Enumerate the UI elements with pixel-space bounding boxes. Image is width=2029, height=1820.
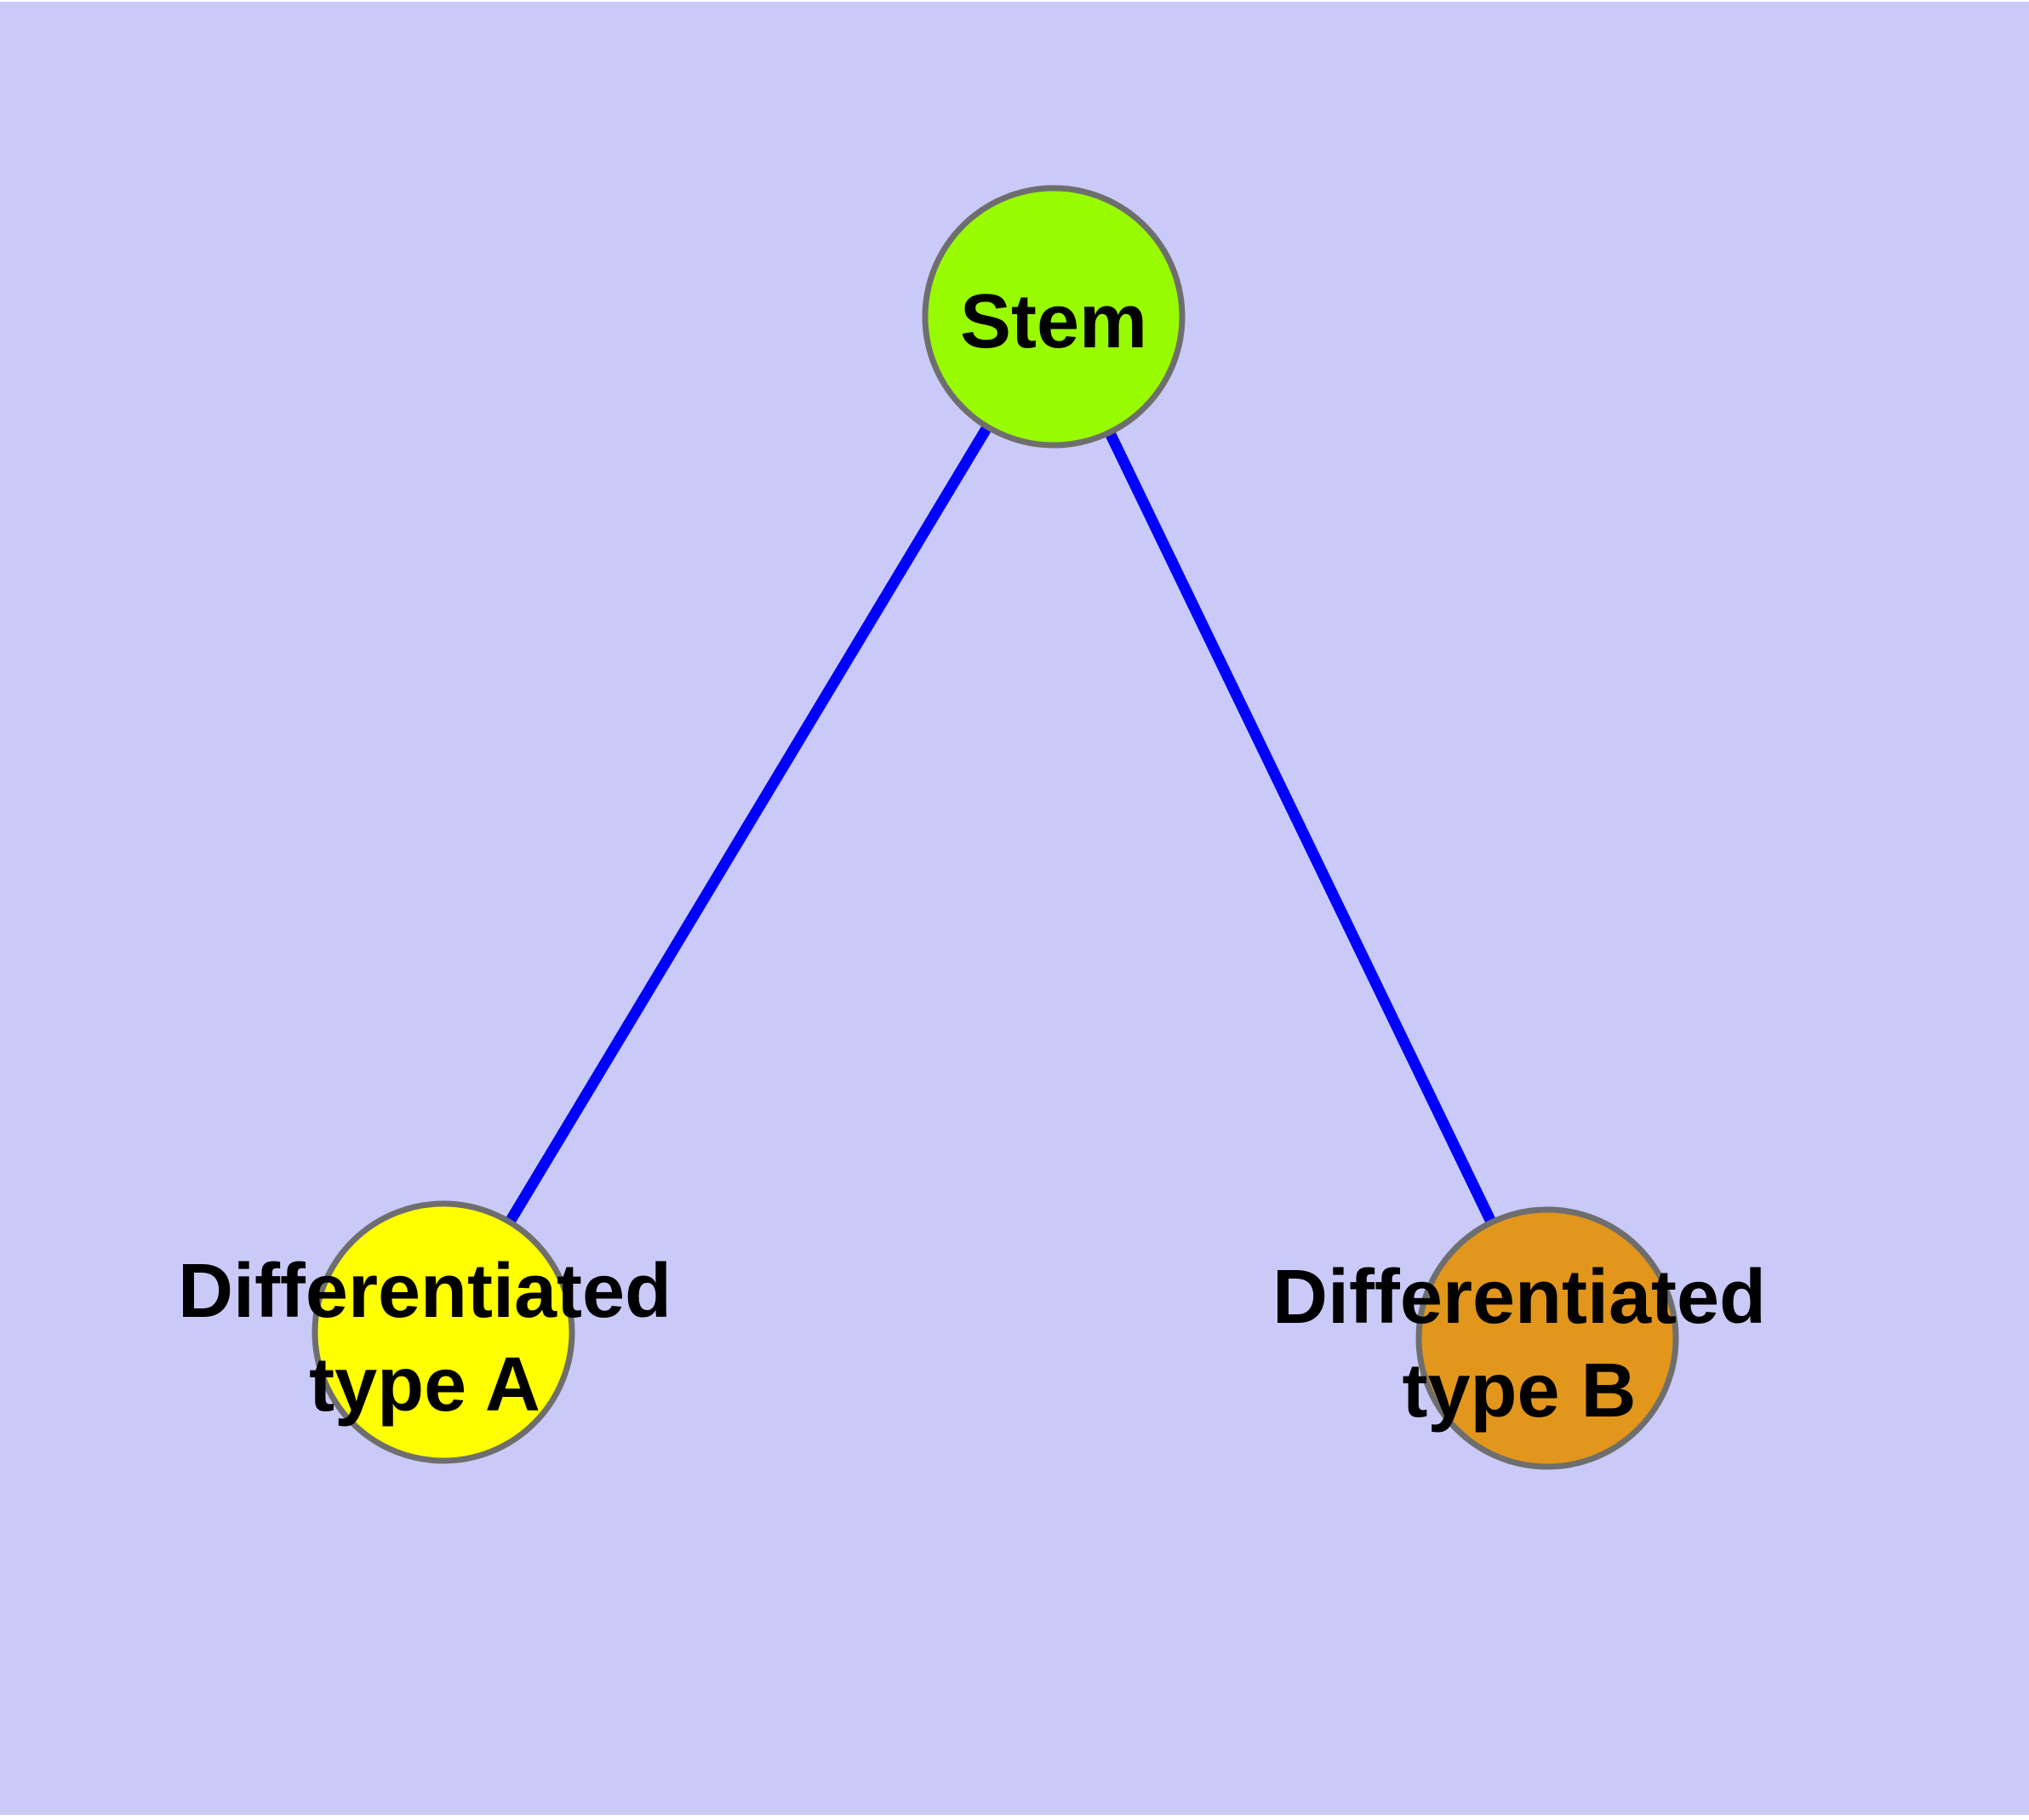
node-circle-differentiated-type-a[interactable] [311, 1200, 575, 1464]
edge-stem-to-differentiated-type-b[interactable] [1049, 314, 1552, 1341]
node-label-line: Stem [960, 279, 1147, 364]
edge-stem-to-differentiated-type-a[interactable] [438, 313, 1059, 1336]
node-label-stem: Stem [960, 279, 1147, 364]
node-label-line: Differentiated [178, 1249, 672, 1334]
node-label-line: type B [1402, 1348, 1636, 1434]
node-stem[interactable]: Stem [922, 185, 1186, 449]
node-label-line: type A [309, 1342, 540, 1428]
node-circle-differentiated-type-b[interactable] [1415, 1206, 1679, 1470]
node-label-line: Differentiated [1272, 1255, 1766, 1340]
node-circle-stem[interactable] [922, 185, 1186, 449]
